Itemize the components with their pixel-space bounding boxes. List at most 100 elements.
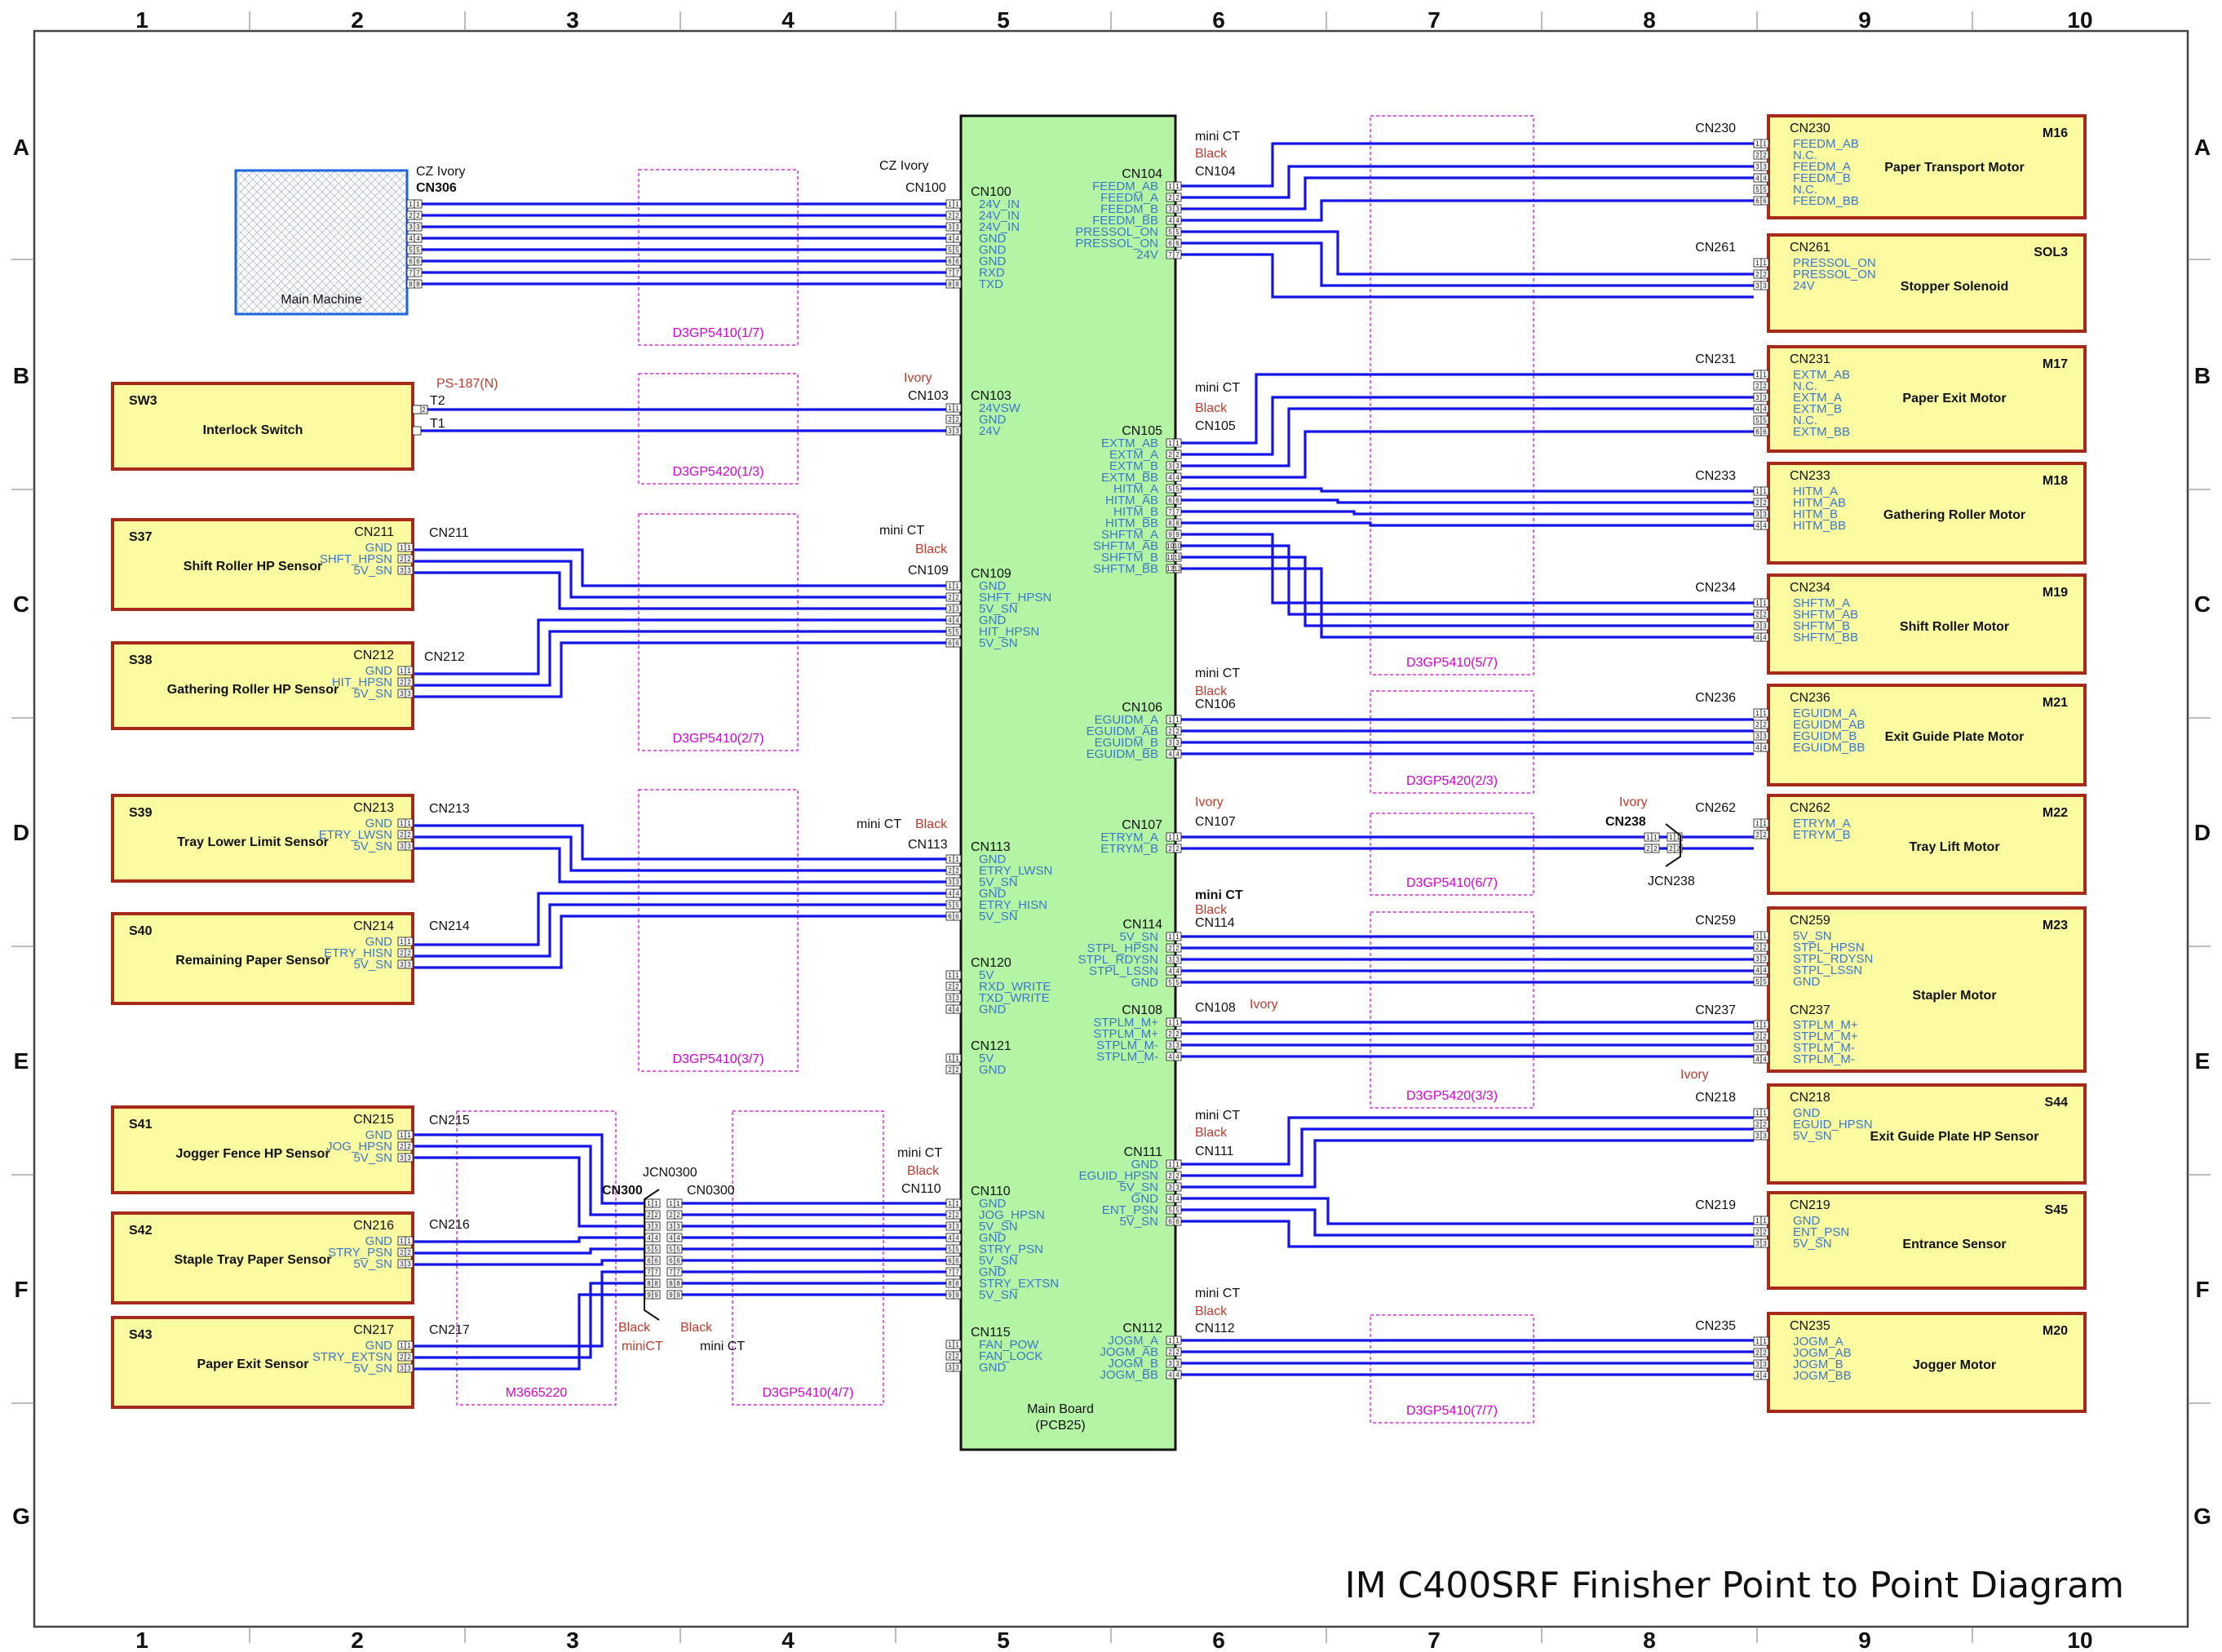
component-name: Exit Guide Plate HP Sensor [1870,1130,2039,1144]
component-connector-id: CN261 [1790,241,1830,255]
relay-pin-num: 8 [676,1280,680,1287]
connector-color-note: Ivory [904,371,932,385]
board-signal: FEEDM_BB [1092,214,1158,228]
connector-type-note: miniCT [622,1340,663,1353]
board-pin-num: 12 [1166,565,1174,573]
board-signal: FAN_LOCK [979,1349,1042,1363]
relay-pin-num: 7 [669,1269,673,1276]
board-pin-num: 2 [955,1211,959,1219]
component-id: M18 [2043,474,2068,488]
component-signal: ETRY_HISN [324,946,392,960]
component-pin-num: 4 [1763,744,1767,751]
relay-pin-num: 7 [654,1269,658,1276]
relay-pin-num: 2 [669,1211,673,1219]
board-connector-id: CN113 [971,840,1011,854]
board-pin-num: 2 [948,1066,952,1074]
component-signal: HITM_AB [1793,496,1846,510]
component-signal: 5V_SN [1793,1129,1832,1143]
board-pin-num: 3 [948,1364,952,1371]
component-pin-num: 1 [1763,820,1767,827]
component-pin-num: 2 [400,556,404,563]
component-pin [1760,598,1769,608]
component-connector-id: CN219 [1790,1198,1830,1212]
right-component-box [1767,684,2087,786]
wire-left-relay [413,1156,645,1228]
component-pin-num: 2 [400,831,404,839]
component-pin-num: 5 [1763,417,1767,424]
component-pin-num: 6 [1763,428,1767,436]
component-pin-num: 2 [1755,1121,1759,1128]
component-pin-num: 1 [400,544,404,551]
relay-pin-num: 6 [676,1257,680,1264]
component-pin-num: 2 [400,1143,404,1150]
board-pin-num: 3 [955,427,959,435]
board-pin-num: 4 [1168,217,1172,224]
left-component-box [111,1211,414,1304]
board-pin-num: 6 [955,258,959,265]
component-pin-num: 1 [407,1132,411,1139]
board-pin-num: 1 [955,972,959,979]
board-pin-num: 5 [955,246,959,254]
board-connector-id: CN106 [1122,701,1162,715]
board-pin-num: 3 [1168,1360,1172,1367]
machine-pin-num: 1 [409,201,413,208]
board-signal: TXD [979,277,1003,291]
component-pin [1760,621,1769,631]
harness-box [1370,911,1534,1109]
machine-pin-num: 3 [416,224,420,231]
sw3-pin [412,426,422,436]
component-pin-num: 1 [1755,932,1759,940]
component-signal: GND [365,1339,393,1353]
component-pin-num: 2 [1763,611,1767,618]
component-id: M16 [2043,126,2068,140]
board-pin-num: 2 [1168,845,1172,853]
harness-connector-id: CN234 [1695,581,1736,595]
board-pin-num: 2 [1175,1349,1180,1356]
board-pin [953,854,962,864]
board-pin-num: 9 [948,1291,952,1299]
component-pin-num: 4 [1755,634,1759,641]
component-pin-num: 1 [1755,140,1759,148]
board-pin-num: 3 [1175,1042,1180,1049]
board-pin [953,426,962,436]
component-signal: STRY_EXTSN [312,1350,392,1364]
board-pin-num: 5 [1175,485,1180,493]
component-signal: SHFT_HPSN [320,552,392,566]
board-signal: GND [979,1003,1007,1016]
component-pin-num: 4 [1763,175,1767,182]
component-pin-num: 3 [407,961,411,968]
board-pin-num: 6 [955,640,959,647]
component-signal: N.C. [1793,183,1817,197]
left-component-box [111,1105,414,1194]
board-pin-num: 2 [948,594,952,601]
relay-pin [674,1267,683,1277]
harness-label: D3GP5410(4/7) [762,1386,853,1400]
connector-color-note: Black [915,817,948,831]
board-pin-num: 4 [1175,1053,1180,1061]
board-signal: GND [979,1197,1007,1211]
component-pin-num: 2 [1755,831,1759,839]
component-pin-num: 1 [1755,1021,1759,1029]
component-pin-num: 1 [1763,1217,1767,1225]
harness-box [638,373,799,485]
board-pin [1173,461,1182,471]
component-name: Stapler Motor [1912,989,1996,1003]
machine-pin [414,222,423,232]
board-signal: STRY_PSN [979,1242,1043,1256]
board-pin-num: 4 [955,1006,959,1013]
wire-left-relay [413,1247,645,1255]
machine-pin-num: 7 [416,269,420,277]
board-pin-num: 5 [948,1246,952,1253]
component-pin-num: 1 [1755,1217,1759,1225]
component-connector-id: CN217 [353,1323,394,1337]
component-pin [405,937,414,946]
component-pin-num: 2 [1763,271,1767,278]
board-pin-num: 1 [1175,834,1180,841]
harness-connector-id: CN216 [429,1218,470,1232]
board-pin-num: 1 [1168,834,1172,841]
board-pin-num: 1 [1168,1161,1172,1168]
component-signal: EGUIDM_BB [1793,741,1865,755]
component-signal: 5V_SN [353,687,392,701]
grid-col-label-bottom: 9 [1858,1628,1871,1652]
board-connector-id: CN112 [1122,1322,1162,1335]
